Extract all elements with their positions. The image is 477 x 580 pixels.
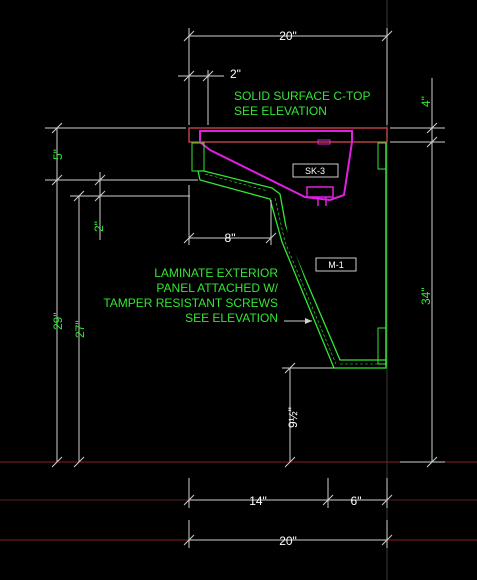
dim-bottom-overall: 20" — [279, 534, 297, 548]
note-panel-line-4: SEE ELEVATION — [185, 311, 278, 325]
dim-top-offset: 2" — [230, 67, 241, 81]
dim-left-overall: 29" — [51, 312, 65, 330]
dim-bottom-right: 6" — [351, 494, 362, 508]
dim-left-2: 2" — [92, 221, 106, 232]
dim-bottom-left: 14" — [249, 494, 267, 508]
note-countertop-line-2: SEE ELEVATION — [234, 104, 327, 118]
note-panel-line-1: LAMINATE EXTERIOR — [154, 266, 278, 280]
note-panel-line-3: TAMPER RESISTANT SCREWS — [103, 296, 278, 310]
note-countertop-line-1: SOLID SURFACE C-TOP — [234, 89, 370, 103]
dim-right-overall: 34" — [419, 287, 433, 305]
dim-left-inner: 27" — [73, 320, 87, 338]
dimension-lines — [45, 28, 445, 548]
countertop — [188, 127, 388, 143]
tag-millwork-label: M-1 — [328, 260, 344, 270]
tag-millwork: M-1 — [315, 257, 357, 272]
dim-slope-horizontal: 8" — [225, 231, 236, 245]
tag-sink: SK-3 — [292, 163, 339, 178]
note-panel-line-2: PANEL ATTACHED W/ — [156, 281, 278, 295]
tag-sink-label: SK-3 — [305, 166, 325, 176]
dim-countertop-thickness: 4" — [419, 96, 433, 107]
dim-knee-clearance: 9½" — [286, 407, 300, 428]
sink-bowl — [199, 130, 353, 206]
cabinet-body — [191, 142, 387, 369]
dim-top-width: 20" — [279, 29, 297, 43]
dim-left-top: 5" — [51, 149, 65, 160]
